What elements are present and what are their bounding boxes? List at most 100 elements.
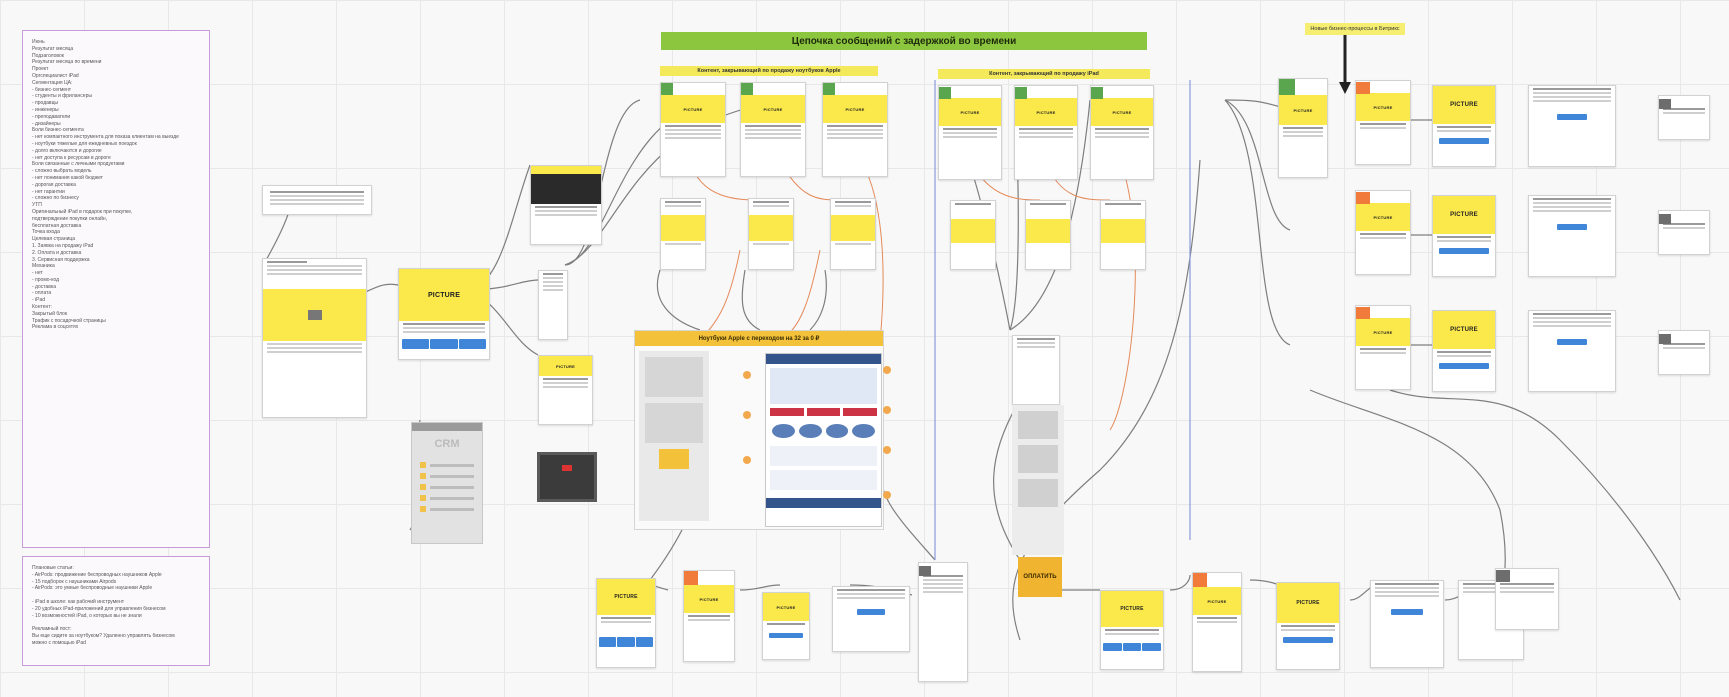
note-line: Трафик с посадочной страницы: [32, 317, 106, 324]
cta-button[interactable]: [1142, 643, 1162, 651]
confirmation-card[interactable]: [1658, 210, 1710, 255]
confirmation-card[interactable]: [1658, 330, 1710, 375]
submit-button[interactable]: [857, 609, 885, 615]
email-mockup[interactable]: PICTURE: [1355, 190, 1411, 275]
order-form-card[interactable]: [1528, 310, 1616, 392]
landing-preview[interactable]: [1100, 200, 1146, 270]
cta-button[interactable]: [430, 339, 458, 349]
note-line: [32, 592, 200, 599]
ipad-landing-wireframe[interactable]: [1012, 405, 1064, 555]
order-form-card[interactable]: [832, 586, 910, 652]
note-line: - продавцы: [32, 100, 59, 107]
text-line: [753, 243, 789, 245]
landing-card[interactable]: PICTURE: [596, 578, 656, 668]
email-card[interactable]: PICTURE: [538, 355, 593, 425]
landing-preview[interactable]: [660, 198, 706, 270]
cta-button[interactable]: [1439, 363, 1489, 369]
cta-button[interactable]: [599, 637, 617, 647]
apple-landing-panel[interactable]: Ноутбуки Apple с переходом на 32 за 0 ₽: [634, 330, 891, 530]
post-image: [263, 289, 366, 341]
cta-button[interactable]: [458, 339, 486, 349]
order-form-card[interactable]: [1528, 85, 1616, 167]
landing-preview[interactable]: [950, 200, 996, 270]
text-line: [1281, 629, 1335, 631]
landing-preview[interactable]: [1012, 335, 1060, 405]
video-ad-card[interactable]: [530, 165, 602, 245]
text-line: [270, 195, 364, 197]
cta-button[interactable]: [1283, 637, 1333, 643]
annotation-marker: [743, 371, 751, 379]
brand-banner: PICTURE: [684, 585, 734, 613]
text-line: [543, 281, 563, 283]
social-post-mockup[interactable]: [262, 258, 367, 418]
email-mockup[interactable]: PICTURE: [822, 82, 888, 177]
landing-card[interactable]: PICTURE: [1432, 310, 1496, 392]
brand-banner: PICTURE: [1015, 98, 1077, 126]
order-form-card[interactable]: [1370, 580, 1444, 668]
text-line: [1019, 136, 1073, 138]
text-line: [1500, 591, 1554, 593]
email-mockup[interactable]: PICTURE: [683, 570, 735, 662]
cta-button[interactable]: [402, 339, 430, 349]
avatar: [1015, 87, 1027, 99]
social-post-card[interactable]: [538, 270, 568, 340]
submit-button[interactable]: [1557, 224, 1587, 230]
cta-button[interactable]: [1103, 643, 1122, 651]
landing-card[interactable]: PICTURE: [1100, 590, 1164, 670]
landing-card[interactable]: PICTURE: [398, 268, 490, 360]
brand-banner: [749, 215, 793, 241]
text-line: [1375, 583, 1439, 585]
landing-card[interactable]: PICTURE: [1432, 195, 1496, 277]
text-line: [270, 199, 364, 201]
submit-button[interactable]: [1391, 609, 1423, 615]
confirmation-card[interactable]: [1495, 568, 1559, 630]
text-line: [1533, 210, 1611, 212]
email-mockup[interactable]: PICTURE: [660, 82, 726, 177]
email-mockup[interactable]: PICTURE: [1355, 305, 1411, 390]
text-line: [1095, 128, 1149, 130]
picture-logo: PICTURE: [699, 596, 719, 602]
brand-banner: [1026, 219, 1070, 243]
cta-button[interactable]: [1122, 643, 1142, 651]
order-form-card[interactable]: [1528, 195, 1616, 277]
confirmation-card[interactable]: [1658, 95, 1710, 140]
text-line: [1533, 88, 1611, 90]
cta-button[interactable]: [1439, 138, 1489, 144]
avatar: [1356, 82, 1370, 94]
landing-card[interactable]: PICTURE: [1432, 85, 1496, 167]
cta-button[interactable]: [1439, 248, 1489, 254]
email-mockup[interactable]: PICTURE: [1278, 78, 1328, 178]
crm-block[interactable]: CRM: [411, 422, 483, 544]
landing-preview[interactable]: [748, 198, 794, 270]
email-mockup[interactable]: PICTURE: [1090, 85, 1154, 180]
email-mockup[interactable]: PICTURE: [938, 85, 1002, 180]
text-line: [688, 615, 730, 617]
text-line: [403, 327, 485, 329]
landing-preview[interactable]: [1025, 200, 1071, 270]
email-mockup[interactable]: PICTURE: [1355, 80, 1411, 165]
email-mockup[interactable]: PICTURE: [1014, 85, 1078, 180]
brand-banner: PICTURE: [661, 95, 725, 123]
cta-button[interactable]: [617, 637, 635, 647]
cta-button[interactable]: [769, 633, 803, 638]
cta-button[interactable]: [635, 637, 653, 647]
submit-button[interactable]: [1557, 114, 1587, 120]
email-mockup[interactable]: PICTURE: [1192, 572, 1242, 672]
text-line: [1437, 126, 1491, 128]
landing-preview[interactable]: [830, 198, 876, 270]
note-line: Оригинальный iPad в подарок при покупке,: [32, 208, 133, 215]
article-card[interactable]: [918, 562, 968, 682]
text-snippet-card[interactable]: [262, 185, 372, 215]
avatar: [1193, 573, 1207, 587]
text-line: [767, 623, 805, 625]
submit-button[interactable]: [1557, 339, 1587, 345]
landing-card[interactable]: PICTURE: [762, 592, 810, 660]
content-plan-notes[interactable]: Плановые статьи:- AirPods: продвижение б…: [22, 556, 210, 666]
pay-button-block[interactable]: ОПЛАТИТЬ: [1018, 557, 1062, 597]
text-line: [923, 587, 963, 589]
email-mockup[interactable]: PICTURE: [740, 82, 806, 177]
note-line: - промо-код: [32, 276, 60, 283]
landing-card[interactable]: PICTURE: [1276, 582, 1340, 670]
